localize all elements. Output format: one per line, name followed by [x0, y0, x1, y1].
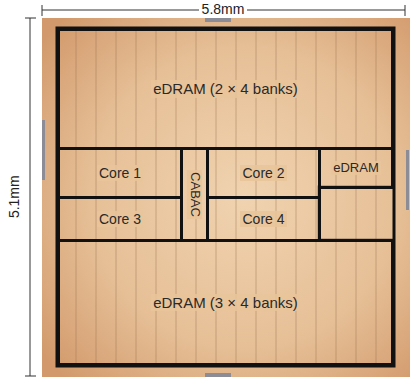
dimension-lines	[25, 5, 405, 376]
block-label: Core 4	[240, 211, 286, 227]
core-block: Core 2	[206, 147, 321, 199]
block-label: Core 3	[97, 211, 143, 227]
dimension-label: 5.1mm	[6, 173, 21, 222]
block-label: eDRAM	[331, 161, 381, 176]
edram-block: eDRAM	[318, 147, 394, 189]
core-block: Core 1	[57, 147, 183, 199]
cabac-block: CABAC	[180, 147, 209, 242]
dimension-label: 5.8mm	[199, 2, 248, 17]
core-block: Core 4	[206, 196, 321, 242]
edram-block: eDRAM (3 × 4 banks)	[57, 239, 394, 366]
block-label: CABAC	[187, 170, 202, 219]
block-label: eDRAM (2 × 4 banks)	[151, 80, 300, 97]
edram-block: eDRAM (2 × 4 banks)	[57, 28, 394, 150]
block-label: Core 2	[240, 165, 286, 181]
die	[42, 18, 410, 377]
block-label: Core 1	[97, 165, 143, 181]
empty-region	[318, 186, 394, 239]
core-block: Core 3	[57, 196, 183, 242]
die-frame	[57, 28, 394, 366]
block-label: eDRAM (3 × 4 banks)	[151, 294, 300, 311]
io-pads	[42, 18, 409, 377]
